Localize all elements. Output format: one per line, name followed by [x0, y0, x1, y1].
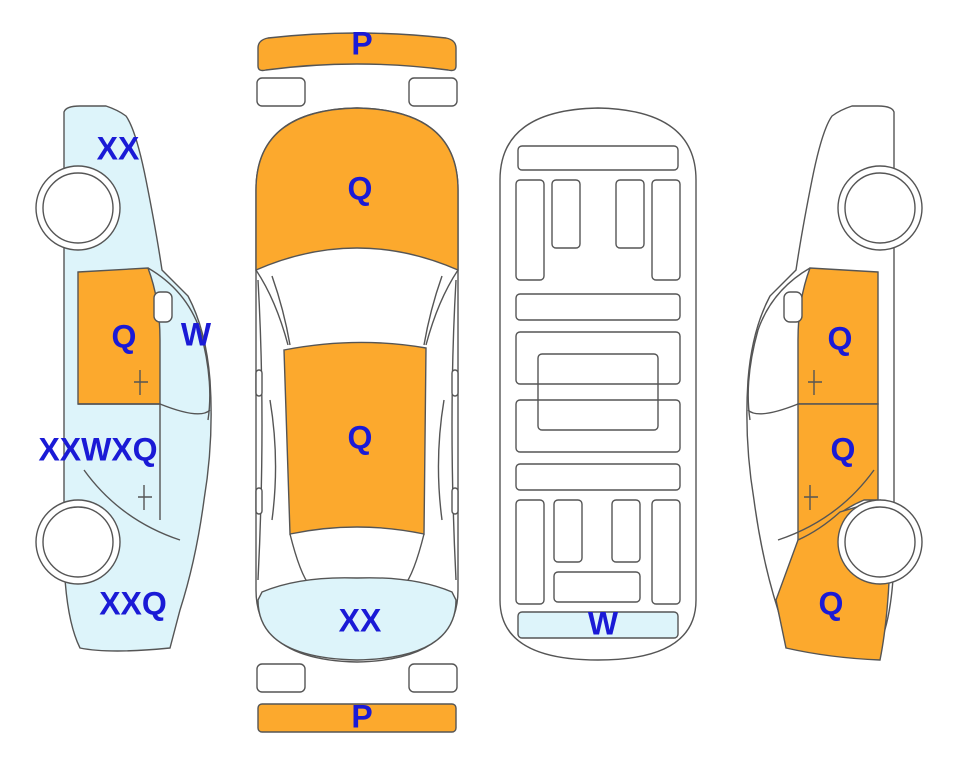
hood-panel[interactable]	[255, 107, 459, 272]
label-right-front-door: Q	[828, 320, 853, 356]
front-bumper-panel[interactable]	[257, 32, 457, 72]
left-rear-wheel	[35, 499, 121, 585]
label-left-windshield: W	[181, 316, 212, 352]
label-left-rear-door: XXWXQ	[38, 431, 157, 467]
top-view	[255, 32, 459, 733]
label-roof: Q	[348, 419, 373, 455]
label-left-quarter: XXQ	[99, 585, 167, 621]
rear-bumper-panel[interactable]	[257, 703, 457, 733]
right-rear-wheel	[837, 499, 923, 585]
right-front-wheel	[837, 165, 923, 251]
label-right-rear-door: Q	[831, 431, 856, 467]
label-rear-window-panel: XX	[339, 602, 382, 638]
right-side-view	[746, 105, 923, 661]
left-front-wheel	[35, 165, 121, 251]
underbody-view	[499, 107, 697, 661]
label-left-front-fender: XX	[97, 130, 140, 166]
label-underbody-strip: W	[588, 605, 619, 641]
label-right-quarter: Q	[819, 585, 844, 621]
label-rear-bumper: P	[351, 698, 372, 734]
rear-window-panel[interactable]	[257, 577, 457, 661]
label-hood: Q	[348, 170, 373, 206]
underbody-rear-strip[interactable]	[517, 611, 679, 639]
left-side-view	[35, 105, 212, 652]
label-front-bumper: P	[351, 25, 372, 61]
label-left-front-door: Q	[112, 318, 137, 354]
